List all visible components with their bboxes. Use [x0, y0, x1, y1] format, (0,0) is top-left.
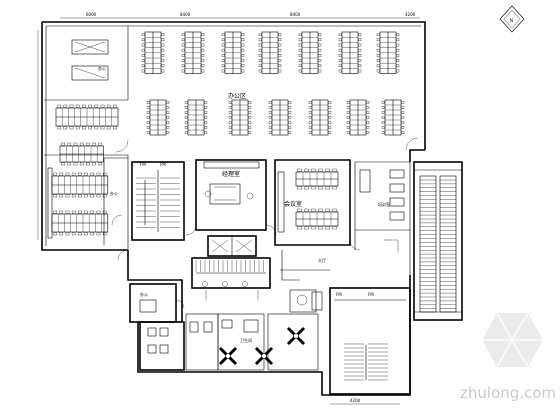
right-room-label: 培训室 [378, 201, 390, 207]
meeting-room: 会议室 [274, 159, 351, 246]
workstation-row-1 [141, 31, 400, 74]
lounge-chair-3 [286, 326, 306, 346]
workstation-block-r1-3 [221, 31, 245, 74]
workstation-block-r1-7 [376, 31, 400, 74]
workstation-block-r2-3 [228, 99, 252, 136]
stair-left-tag-2: FM [160, 162, 166, 167]
left-room-label: 办公 [110, 190, 118, 196]
outer-walls [41, 21, 426, 396]
reception-label: 经理室 [222, 170, 240, 178]
workstation-block-r1-2 [181, 31, 205, 74]
hall-label: 大厅 [318, 257, 326, 263]
lounge-chair-2 [254, 346, 274, 366]
workstation-block-r2-2 [184, 99, 208, 136]
workstation-block-r2-1 [146, 99, 170, 136]
left-cluster-4 [51, 210, 109, 236]
meeting-room-label: 会议室 [284, 200, 302, 208]
workstation-row-2 [146, 99, 405, 136]
stair-core-right: FM FM [329, 287, 411, 395]
lower-corridor [289, 289, 323, 313]
workstation-block-r2-7 [381, 99, 405, 136]
workstation-block-r1-5 [298, 31, 322, 74]
watermark-text: zhulong.com [460, 384, 556, 402]
dim-label-4: 4200 [405, 12, 416, 17]
top-left-room: 办公 [71, 26, 129, 100]
dim-label-1: 6000 [86, 12, 97, 17]
workstation-block-r2-4 [268, 99, 292, 136]
workstation-block-r1-1 [141, 31, 165, 74]
left-wall-cabinet [47, 167, 53, 239]
top-left-room-label: 办公 [98, 65, 106, 71]
stair-core-left: FM FM [131, 161, 185, 241]
north-arrow-icon: N [499, 5, 525, 33]
meeting-table-2 [295, 208, 339, 230]
lounge-chairs [218, 326, 306, 366]
reception-area: 经理室 [195, 159, 267, 231]
restroom-label: 卫生间 [240, 337, 252, 343]
workstation-block-r2-6 [346, 99, 370, 136]
right-rooms: 培训室 [354, 161, 410, 252]
workstation-block-r1-6 [338, 31, 362, 74]
left-cluster-2 [59, 142, 104, 166]
stair-left-tag: FM [140, 162, 146, 167]
left-cluster-3 [51, 172, 109, 198]
lounge-chair-1 [218, 346, 238, 366]
elevator-core [191, 235, 271, 300]
door-swings [115, 137, 419, 309]
dimension-lines: 6000 8400 8400 4200 4200 [37, 12, 420, 405]
left-middle-room: 办公 [103, 157, 128, 245]
stair-right-tag: FM [336, 292, 342, 297]
open-office-label: 办公区 [228, 92, 246, 100]
left-desk-clusters [47, 104, 119, 239]
dim-label-2: 8400 [180, 12, 191, 17]
dim-label-5: 4200 [350, 398, 361, 403]
meeting-podium [277, 171, 285, 233]
escalator [413, 161, 463, 321]
left-cluster-1 [55, 104, 119, 130]
workstation-block-r2-5 [308, 99, 332, 136]
north-arrow-letter: N [510, 18, 513, 23]
lower-left-room-label: 办公 [140, 291, 148, 297]
restroom-block: 办公 卫生间 [129, 283, 319, 371]
dim-label-3: 8400 [290, 12, 301, 17]
meeting-table-1 [295, 168, 339, 190]
hexagon-logo-icon [482, 312, 543, 368]
stair-right-tag-2: FM [368, 292, 374, 297]
workstation-block-r1-4 [258, 31, 282, 74]
